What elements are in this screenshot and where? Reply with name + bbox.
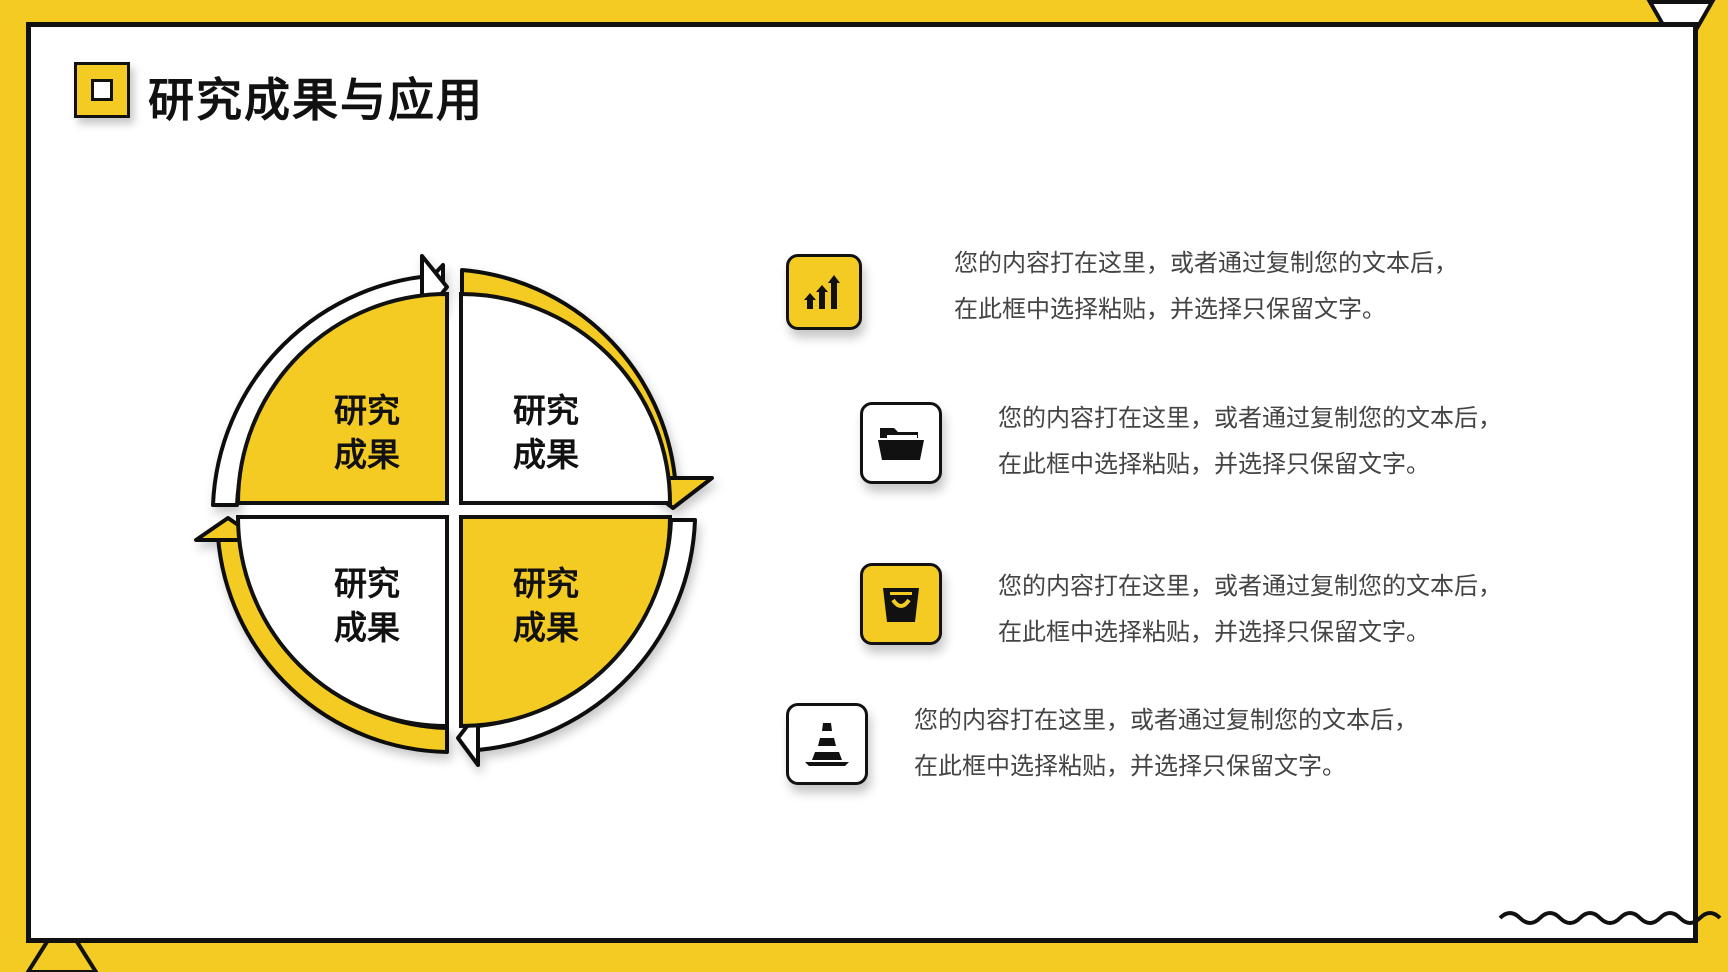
segment-label-2a: 研究 — [513, 391, 579, 430]
segment-label-1a: 研究 — [334, 391, 400, 430]
segment-label-3b: 成果 — [334, 608, 400, 647]
quadrant-bottom-right — [459, 515, 673, 729]
item-text-line2: 在此框中选择粘贴，并选择只保留文字。 — [914, 752, 1346, 780]
item-text-line2: 在此框中选择粘贴，并选择只保留文字。 — [954, 295, 1386, 323]
cycle-diagram: 研究 成果 研究 成果 研究 成果 研究 成果 — [194, 254, 714, 767]
segment-label-4b: 成果 — [513, 608, 579, 647]
wave-decoration — [1498, 911, 1722, 925]
quadrant-top-right — [459, 291, 673, 505]
bar-chart-arrows-icon — [786, 254, 862, 330]
segment-label-1b: 成果 — [334, 435, 400, 474]
item-text-line2: 在此框中选择粘贴，并选择只保留文字。 — [998, 450, 1430, 478]
corner-triangle-bottom-left — [25, 914, 99, 972]
quadrant-top-left — [235, 291, 449, 505]
quadrant-bottom-left — [235, 515, 449, 729]
traffic-cone-icon — [786, 703, 868, 785]
item-text-line1: 您的内容打在这里，或者通过复制您的文本后， — [998, 572, 1502, 600]
page-title: 研究成果与应用 — [148, 73, 484, 127]
shopping-bag-icon — [860, 563, 942, 645]
item-text-line1: 您的内容打在这里，或者通过复制您的文本后， — [954, 249, 1458, 277]
item-text-line2: 在此框中选择粘贴，并选择只保留文字。 — [998, 618, 1430, 646]
item-text-line1: 您的内容打在这里，或者通过复制您的文本后， — [914, 706, 1418, 734]
folder-icon — [860, 402, 942, 484]
segment-label-4a: 研究 — [513, 564, 579, 603]
segment-label-2b: 成果 — [513, 435, 579, 474]
title-square-icon — [74, 62, 130, 118]
item-text-line1: 您的内容打在这里，或者通过复制您的文本后， — [998, 404, 1502, 432]
segment-label-3a: 研究 — [334, 564, 400, 603]
